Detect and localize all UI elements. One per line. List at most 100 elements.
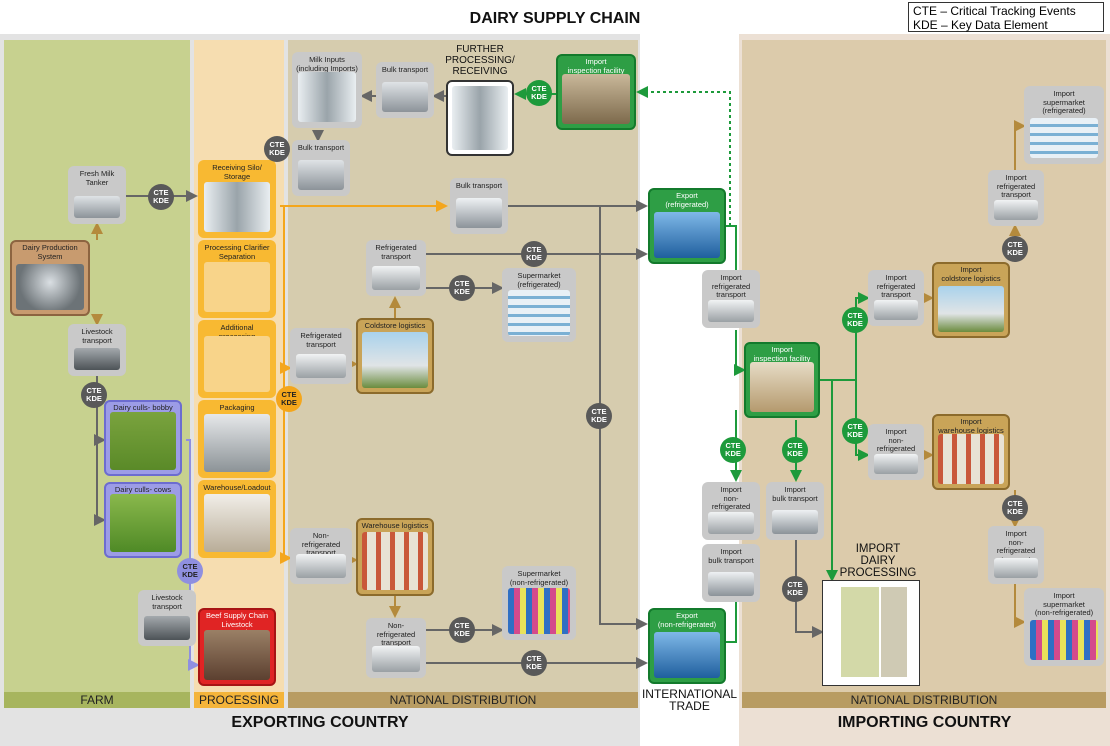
supermarket-nonrefrigerated-node[interactable]: Supermarket (non-refrigerated): [502, 566, 576, 640]
bulk-transport-2-label: Bulk transport: [297, 143, 345, 152]
coldstore-logistics-node[interactable]: Coldstore logistics: [356, 318, 434, 394]
arrow-livestock-to-cows: [94, 440, 106, 526]
beef-supply-chain-node[interactable]: Beef Supply Chain Livestock Processing: [198, 608, 276, 686]
fresh-milk-tanker-node[interactable]: Fresh Milk Tanker: [68, 166, 126, 224]
bulk-transport-3-label: Bulk transport: [455, 181, 503, 190]
import-supermarket-nonrefrigerated-node[interactable]: Import supermarket (non-refrigerated): [1024, 588, 1104, 666]
import-inspection-1-node[interactable]: Import inspection facility: [556, 54, 636, 130]
receiving-silo-node[interactable]: Receiving Silo/ Storage: [198, 160, 276, 238]
receiving-silo-label: Receiving Silo/ Storage: [212, 163, 262, 181]
warehouse-logistics-node[interactable]: Warehouse logistics: [356, 518, 434, 596]
clarifier-label: Processing Clarifier Separation: [204, 243, 270, 261]
warehouse-loadout-node[interactable]: Warehouse/Loadout: [198, 480, 276, 558]
coldstore-icon: [938, 286, 1004, 332]
import-supermarket-refrigerated-node[interactable]: Import supermarket (refrigerated): [1024, 86, 1104, 164]
livestock-transport-2-node[interactable]: Livestock transport: [138, 590, 196, 646]
fridge-shelf-icon: [1030, 118, 1098, 158]
warehouse-icon: [362, 532, 428, 590]
livestock-transport-1-node[interactable]: Livestock transport: [68, 324, 126, 376]
exporting-country-title: EXPORTING COUNTRY: [231, 714, 409, 731]
tanker-truck-icon: [382, 82, 428, 112]
refrigerated-truck-icon: [874, 300, 918, 320]
shelf-icon: [508, 588, 570, 634]
export-nonrefrigerated-node[interactable]: Export (non-refrigerated): [648, 608, 726, 684]
dairy-production-node[interactable]: Dairy Production System: [10, 240, 90, 316]
import-coldstore-node[interactable]: Import coldstore logistics: [932, 262, 1010, 338]
nonrefrigerated-transport-1-node[interactable]: Non-refrigerated transport: [290, 528, 352, 584]
arrow-proc-vertical: [280, 206, 292, 564]
import-refrigerated-transport-node[interactable]: Import refrigerated transport: [702, 270, 760, 328]
import-inspection-2-node[interactable]: Import inspection facility: [744, 342, 820, 418]
import-refrigerated-transport-3-node[interactable]: Import refrigerated transport: [988, 170, 1044, 226]
import-refrigerated-transport-2-node[interactable]: Import refrigerated transport: [868, 270, 924, 326]
packaging-node[interactable]: Packaging: [198, 400, 276, 478]
refrigerated-transport-2-label: Refrigerated transport: [300, 331, 342, 349]
further-processing-node[interactable]: [446, 80, 514, 156]
arrow-to-imp-refrig: [855, 292, 870, 380]
livestock-transport-2-label: Livestock transport: [151, 593, 183, 611]
packaging-machine-icon: [204, 414, 270, 472]
bulk-transport-1-node[interactable]: Bulk transport: [376, 62, 434, 118]
import-nonrefrigerated-transport-node[interactable]: Import non-refrigerated transport: [702, 482, 760, 540]
import-nonrefrigerated-transport-2-node[interactable]: Import non-refrigerated transport: [868, 424, 924, 480]
bulk-transport-2-node[interactable]: Bulk transport: [292, 140, 350, 196]
import-refrigerated-transport-2-label: Import refrigerated transport: [876, 273, 916, 299]
refrigerated-transport-1-label: Refrigerated transport: [375, 243, 417, 261]
clarifier-node[interactable]: Processing Clarifier Separation: [198, 240, 276, 318]
processing-label: PROCESSING: [194, 692, 284, 708]
arrow-import-insp-dotted: [636, 86, 731, 226]
refrigerated-truck-icon: [296, 354, 346, 378]
coldstore-logistics-label: Coldstore logistics: [364, 321, 426, 330]
fresh-milk-tanker-label: Fresh Milk Tanker: [79, 169, 115, 187]
arrow-culls-to-beef: [186, 439, 200, 671]
export-nonrefrigerated-label: Export (non-refrigerated): [657, 611, 717, 629]
refrigerated-transport-1-node[interactable]: Refrigerated transport: [366, 240, 426, 296]
truck-icon: [296, 554, 346, 578]
national-exp-label: NATIONAL DISTRIBUTION: [288, 692, 638, 708]
import-supermarket-nonrefrigerated-label: Import supermarket (non-refrigerated): [1034, 591, 1094, 617]
bobby-calf-node[interactable]: Dairy culls- bobby calf: [104, 400, 182, 476]
import-nonrefrigerated-transport-3-node[interactable]: Import non-refrigerated transport: [988, 526, 1044, 584]
import-bulk-transport-1-node[interactable]: Import bulk transport: [702, 544, 760, 602]
additional-processing-node[interactable]: Additional processing: [198, 320, 276, 398]
inspection-facility-icon: [562, 74, 630, 124]
nonrefrigerated-transport-2-node[interactable]: Non-refrigerated transport: [366, 618, 426, 678]
export-refrigerated-node[interactable]: Export (refrigerated): [648, 188, 726, 264]
dairy-production-label: Dairy Production System: [22, 243, 78, 261]
bulk-transport-3-node[interactable]: Bulk transport: [450, 178, 508, 234]
import-warehouse-logistics-node[interactable]: Import warehouse logistics: [932, 414, 1010, 490]
warehouse-logistics-label: Warehouse logistics: [361, 521, 429, 530]
refrigerated-truck-icon: [708, 300, 754, 322]
legend-kde: KDE – Key Data Element: [913, 18, 1048, 32]
import-bulk-transport-2-node[interactable]: Import bulk transport: [766, 482, 824, 540]
refrigerated-transport-2-node[interactable]: Refrigerated transport: [290, 328, 352, 384]
import-warehouse-logistics-label: Import warehouse logistics: [938, 417, 1004, 435]
import-dairy-processing-node[interactable]: [822, 580, 920, 686]
nonrefrigerated-transport-2-label: Non-refrigerated transport: [376, 621, 416, 647]
processing-tank-icon: [204, 336, 270, 392]
importing-country-title: IMPORTING COUNTRY: [837, 714, 1012, 731]
cargo-ship-icon: [654, 212, 720, 258]
dairy-cows-node[interactable]: Dairy culls- cows: [104, 482, 182, 558]
milk-inputs-node[interactable]: Milk Inputs (including Imports): [292, 52, 362, 128]
supermarket-refrigerated-node[interactable]: Supermarket (refrigerated): [502, 268, 576, 342]
livestock-transport-1-label: Livestock transport: [81, 327, 113, 345]
